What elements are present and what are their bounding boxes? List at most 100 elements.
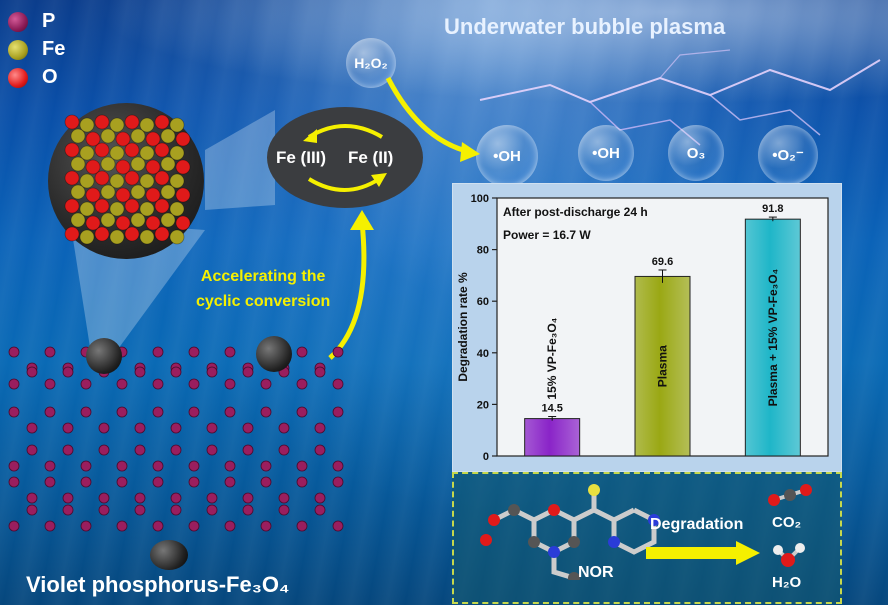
accelerating-annotation: Accelerating the cyclic conversion [196,264,330,314]
phosphorus-atom [296,476,308,488]
phosphorus-atom [98,444,110,456]
phosphorus-atom [224,460,236,472]
crystal-atom [124,114,140,130]
crystal-atom [94,198,110,214]
phosphorus-atom [116,460,128,472]
crystal-atom [175,187,191,203]
crystal-atom [139,145,155,161]
crystal-atom [115,159,131,175]
crystal-atom [79,173,95,189]
phosphorus-atom [242,492,254,504]
superoxide-bubble: •O₂⁻ [758,125,818,185]
crystal-atom [109,117,125,133]
crystal-atom [115,215,131,231]
crystal-atom [85,131,101,147]
chart-annotation: Power = 16.7 W [503,228,591,242]
crystal-atom [169,173,185,189]
category-label: 15% VP-Fe₃O₄ [545,317,559,399]
crystal-atom [70,156,86,172]
fe-iii-label: Fe (III) [276,148,327,167]
phosphorus-atom [260,378,272,390]
phosphorus-atom [170,504,182,516]
crystal-atom [94,142,110,158]
plasma-lightning [479,49,881,146]
phosphorus-atom [332,406,344,418]
phosphorus-atom [134,444,146,456]
crystal-atom [145,187,161,203]
category-label: Plasma + 15% VP-Fe₃O₄ [766,268,780,406]
bar-value-label: 69.6 [652,256,673,268]
crystal-atom [124,198,140,214]
oxygen-atom-icon [8,67,28,88]
phosphorus-atom [152,476,164,488]
phosphorus-atom [8,406,20,418]
phosphorus-atom [26,504,38,516]
phosphorus-atom [80,406,92,418]
crystal-atom [154,226,170,242]
phosphorus-atom [116,476,128,488]
crystal-atom [130,128,146,144]
h2o2-bubble: H₂O₂ [346,38,396,88]
phosphorus-atom [152,378,164,390]
crystal-atom [70,128,86,144]
phosphorus-atom [206,492,218,504]
phosphorus-atom [314,504,326,516]
h2o2-label: H₂O₂ [354,55,388,71]
phosphorus-atom [296,520,308,532]
phosphorus-atom [44,460,56,472]
phosphorus-atom-icon [8,11,28,32]
legend-label: Fe [42,38,66,60]
phosphorus-atom [152,520,164,532]
phosphorus-atom [224,476,236,488]
crystal-atom [139,201,155,217]
crystal-atom [94,170,110,186]
degradation-arrow-icon [646,541,760,565]
phosphorus-atom [170,492,182,504]
phosphorus-atom [206,366,218,378]
reaction-panel: NOR Degradation CO₂ H₂O [452,472,842,604]
phosphorus-atom [98,492,110,504]
crystal-atom [109,229,125,245]
phosphorus-atom [206,422,218,434]
crystal-atom [175,131,191,147]
fe3o4-nanoparticle [256,336,292,372]
phosphorus-atom [278,504,290,516]
violet-phosphorus-lattice [8,346,344,532]
phosphorus-atom [260,520,272,532]
crystal-atom [109,201,125,217]
phosphorus-atom [116,520,128,532]
phosphorus-atom [314,422,326,434]
crystal-atom [100,128,116,144]
crystal-atom [175,215,191,231]
legend-item-fe: Fe [8,38,65,61]
nor-molecule-icon [480,484,660,580]
phosphorus-atom [278,422,290,434]
phosphorus-atom [314,444,326,456]
phosphorus-atom [62,444,74,456]
crystal-atom [124,226,140,242]
phosphorus-atom [80,520,92,532]
phosphorus-atom [260,460,272,472]
phosphorus-atom [242,422,254,434]
phosphorus-atom [134,492,146,504]
crystal-atom [130,184,146,200]
phosphorus-atom [332,520,344,532]
phosphorus-atom [260,476,272,488]
phosphorus-atom [188,378,200,390]
phosphorus-atom [224,520,236,532]
oh-radical-bubble: •OH [476,125,538,187]
phosphorus-atom [116,378,128,390]
accelerating-line-1: Accelerating the [200,268,326,285]
phosphorus-atom [62,366,74,378]
reactant-label: NOR [578,564,614,581]
iron-atom-icon [8,39,28,60]
material-label: Violet phosphorus-Fe₃O₄ [26,572,290,597]
co2-molecule-icon [768,484,812,506]
phosphorus-atom [62,422,74,434]
phosphorus-atom [296,346,308,358]
phosphorus-atom [278,492,290,504]
phosphorus-atom [332,346,344,358]
degradation-label: Degradation [650,516,744,533]
